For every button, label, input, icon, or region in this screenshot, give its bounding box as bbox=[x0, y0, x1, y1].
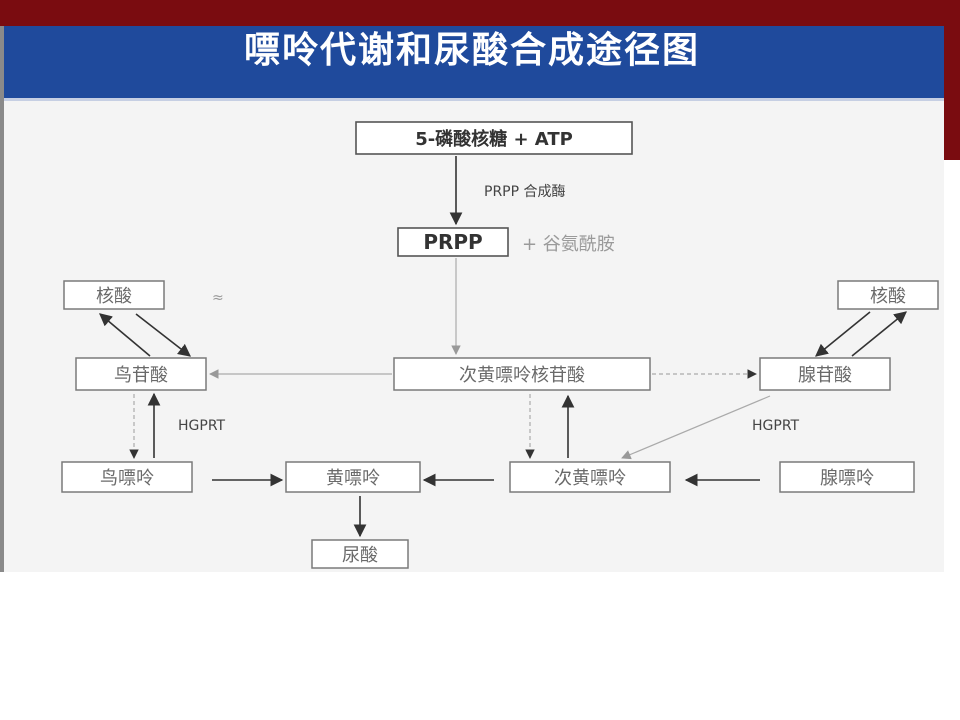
arrow-amp-to-nucleic-right bbox=[851, 311, 907, 357]
guanine-label: 鸟嘌呤 bbox=[100, 468, 154, 489]
prpp-box bbox=[397, 227, 509, 257]
arrow-amp-to-hypoxanthine bbox=[621, 395, 771, 460]
right-accent-bar bbox=[944, 0, 960, 160]
imp-box bbox=[393, 357, 651, 391]
guanine-box bbox=[61, 461, 193, 493]
nucleic-acid-left-box bbox=[63, 280, 165, 310]
prpp-label: PRPP bbox=[423, 230, 482, 254]
hgprt-right-label: HGPRT bbox=[752, 418, 800, 434]
amp-label: 腺苷酸 bbox=[798, 365, 852, 386]
arrow-nucleic-right-to-amp bbox=[815, 311, 871, 357]
gmp-label: 鸟苷酸 bbox=[114, 365, 168, 386]
nucleic-acid-right-label: 核酸 bbox=[870, 286, 906, 307]
uric-acid-box bbox=[311, 539, 409, 569]
ribose-atp-box bbox=[355, 121, 633, 155]
slide-title: 嘌呤代谢和尿酸合成途径图 bbox=[243, 30, 700, 71]
arrow-gmp-to-nucleic-left bbox=[99, 313, 151, 357]
nucleic-acid-right-box bbox=[837, 280, 939, 310]
adenine-box bbox=[779, 461, 915, 493]
nucleic-acid-left-label: 核酸 bbox=[96, 286, 132, 307]
imp-label: 次黄嘌呤核苷酸 bbox=[459, 365, 585, 386]
hgprt-left-label: HGPRT bbox=[178, 418, 226, 434]
hypoxanthine-label: 次黄嘌呤 bbox=[554, 468, 626, 489]
prpp-synthase-label: PRPP 合成酶 bbox=[484, 184, 566, 200]
ribose-atp-label: 5-磷酸核糖 + ATP bbox=[415, 128, 573, 150]
slide-left-edge bbox=[0, 26, 4, 572]
hypoxanthine-box bbox=[509, 461, 671, 493]
xanthine-label: 黄嘌呤 bbox=[326, 468, 380, 489]
gmp-box bbox=[75, 357, 207, 391]
glutamine-label: + 谷氨酰胺 bbox=[522, 234, 615, 255]
banner-underline bbox=[4, 98, 944, 101]
top-accent-bar bbox=[0, 0, 960, 26]
arrow-nucleic-left-to-gmp bbox=[135, 313, 192, 357]
uric-acid-label: 尿酸 bbox=[342, 545, 378, 566]
stray-mark: ≈ bbox=[212, 290, 224, 306]
amp-box bbox=[759, 357, 891, 391]
xanthine-box bbox=[285, 461, 421, 493]
title-banner bbox=[4, 26, 944, 98]
adenine-label: 腺嘌呤 bbox=[820, 468, 874, 489]
